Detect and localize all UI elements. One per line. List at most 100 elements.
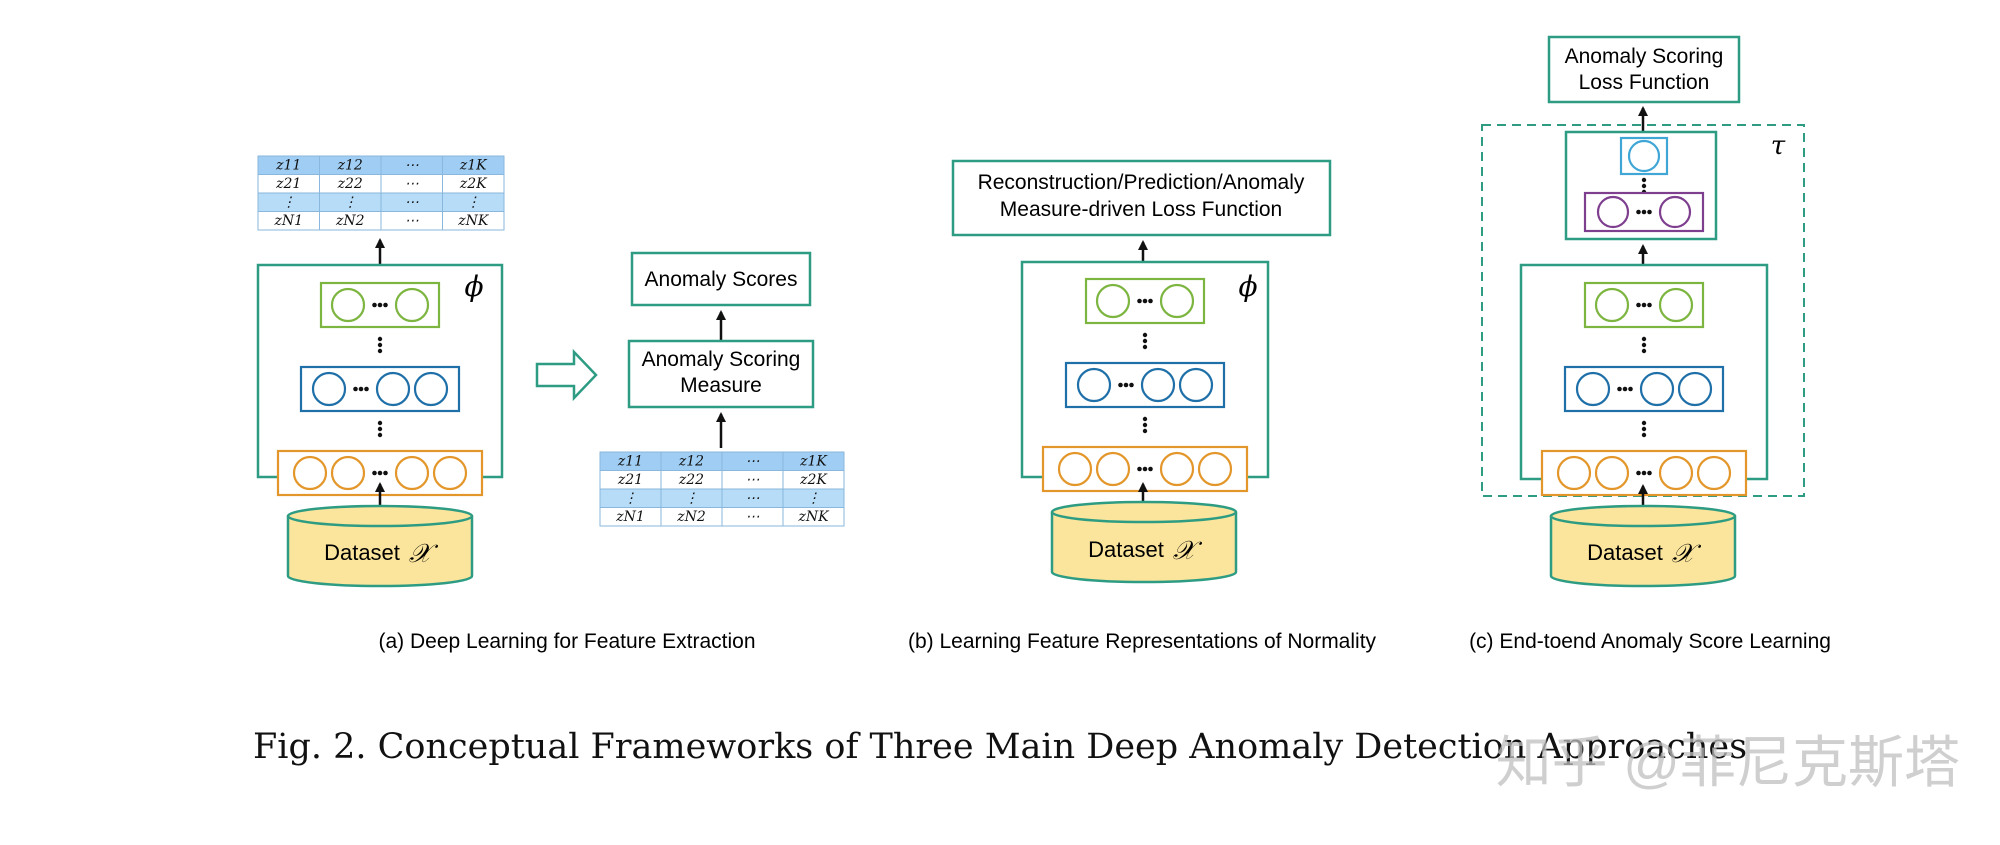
dataset-cylinder: Dataset 𝒳 (286, 504, 474, 588)
table-cell: z22 (337, 176, 363, 192)
horizontal-ellipsis-dot (1617, 386, 1622, 392)
horizontal-ellipsis-dot (1142, 298, 1148, 304)
scoring-head-layers (1583, 136, 1705, 233)
scoring-loss-box (1547, 35, 1741, 104)
anomaly-scoring-measure-box (627, 339, 815, 409)
horizontal-ellipsis-dot (372, 302, 377, 308)
table-cell: ⋯ (746, 472, 760, 488)
vertical-ellipsis-icon (1641, 177, 1647, 195)
horizontal-ellipsis-dot (377, 302, 383, 308)
horizontal-ellipsis-dot (1142, 466, 1148, 472)
neuron-circle-icon (1556, 455, 1592, 491)
table-cell: z21 (617, 472, 643, 488)
table-cell: ⋯ (746, 453, 760, 469)
neuron-circle-icon (1178, 367, 1214, 403)
horizontal-ellipsis-dot (1118, 382, 1123, 388)
neuron-circle-icon (1159, 451, 1195, 487)
table-cell: zN2 (335, 213, 365, 229)
horizontal-ellipsis-dot (1148, 466, 1153, 472)
anomaly-scores-box (630, 251, 812, 307)
table-cell: z12 (678, 453, 704, 469)
layer-green (1084, 277, 1206, 325)
horizontal-ellipsis-dot (1636, 209, 1641, 215)
caption-b: (b) Learning Feature Representations of … (908, 630, 1377, 653)
neuron-circle-icon (330, 287, 366, 323)
table-cell: z22 (678, 472, 704, 488)
neuron-circle-icon (413, 371, 449, 407)
loss-line2: Measure-driven Loss Function (1000, 198, 1282, 221)
neuron-circle-icon (1076, 367, 1112, 403)
table-cell: ⋯ (405, 194, 419, 210)
layer-orange (1041, 445, 1249, 493)
horizontal-ellipsis-dot (1137, 298, 1142, 304)
neuron-circle-icon (1677, 371, 1713, 407)
horizontal-ellipsis-dot (1647, 209, 1652, 215)
neuron-circle-icon (375, 371, 411, 407)
table-cell: zNK (457, 213, 490, 229)
neuron-circle-icon (1140, 367, 1176, 403)
neuron-circle-icon (1696, 455, 1732, 491)
table-cell: zN2 (676, 509, 706, 525)
table-cell: ⋮ (343, 194, 357, 210)
watermark: 知乎 @菲尼克斯塔 (1496, 731, 1960, 794)
neuron-circle-icon (311, 371, 347, 407)
hollow-right-arrow-icon (535, 348, 598, 402)
table-cell: z1K (799, 453, 828, 469)
neuron-circle-icon (330, 455, 366, 491)
end-to-end-scorer-frame (1481, 124, 1805, 497)
table-cell: z11 (275, 157, 301, 173)
neuron-circle-icon (1627, 139, 1661, 173)
vertical-ellipsis-icon (377, 420, 383, 438)
horizontal-ellipsis-dot (1123, 382, 1129, 388)
table-cell: ⋯ (405, 157, 419, 173)
anomaly-scores-label: Anomaly Scores (645, 268, 798, 291)
layer-blue (299, 365, 461, 413)
table-cell: zNK (797, 509, 830, 525)
table-cell: zN1 (615, 509, 645, 525)
neuron-circle-icon (432, 455, 468, 491)
table-cell: z11 (617, 453, 643, 469)
tau-symbol: τ (1771, 131, 1786, 161)
neuron-circle-icon (1594, 287, 1630, 323)
vertical-ellipsis-icon (1641, 420, 1647, 438)
table-cell: ⋯ (405, 213, 419, 229)
horizontal-ellipsis-dot (364, 386, 369, 392)
table-cell: z1K (459, 157, 488, 173)
horizontal-ellipsis-dot (383, 470, 388, 476)
neuron-circle-icon (1095, 283, 1131, 319)
loss-line1: Reconstruction/Prediction/Anomaly (978, 171, 1305, 194)
layer-output (1619, 136, 1669, 176)
neural-network-layers (1540, 281, 1748, 497)
neuron-circle-icon (1575, 371, 1611, 407)
table-cell: ⋮ (466, 194, 480, 210)
neuron-circle-icon (1639, 371, 1675, 407)
dataset-label: Dataset (1088, 537, 1164, 562)
horizontal-ellipsis-dot (377, 470, 383, 476)
horizontal-ellipsis-dot (1641, 209, 1647, 215)
table-cell: z12 (337, 157, 363, 173)
scoring-loss-line2: Loss Function (1579, 71, 1710, 94)
vertical-ellipsis-icon (1142, 332, 1148, 350)
horizontal-ellipsis-dot (1129, 382, 1134, 388)
neuron-circle-icon (1057, 451, 1093, 487)
horizontal-ellipsis-dot (1647, 470, 1652, 476)
neuron-circle-icon (394, 455, 430, 491)
layer-orange (1540, 449, 1748, 497)
loss-function-box (951, 159, 1332, 237)
table-cell: z2K (459, 176, 488, 192)
table-cell: z2K (799, 472, 828, 488)
dataset-cylinder: Dataset 𝒳 (1549, 504, 1737, 588)
neuron-circle-icon (292, 455, 328, 491)
table-cell: ⋯ (405, 176, 419, 192)
horizontal-ellipsis-dot (1641, 302, 1647, 308)
neuron-circle-icon (1197, 451, 1233, 487)
horizontal-ellipsis-dot (1148, 298, 1153, 304)
neuron-circle-icon (1658, 287, 1694, 323)
layer-green (319, 281, 441, 329)
scoring-measure-line1: Anomaly Scoring (642, 348, 801, 371)
vertical-ellipsis-icon (377, 336, 383, 354)
neuron-circle-icon (394, 287, 430, 323)
